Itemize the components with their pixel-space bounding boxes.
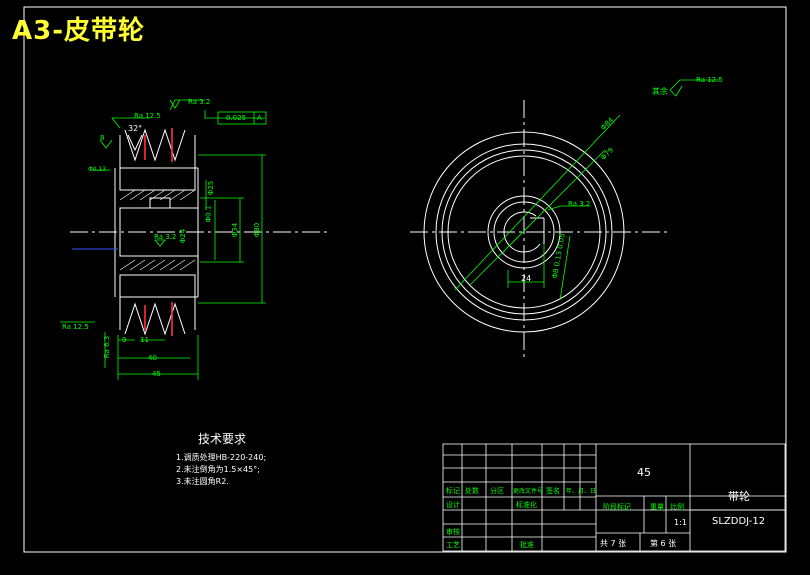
roughness-label: Ra 3.2 <box>568 200 591 208</box>
sheet-title: A3-皮带轮 <box>12 16 146 46</box>
roughness-label: Ra 3.2 <box>188 98 211 106</box>
red-section-lines <box>144 128 173 336</box>
row-label: 处数 <box>465 487 479 495</box>
keyway-width-label: 24 <box>521 274 532 283</box>
design-label: 设计 <box>446 501 460 509</box>
row-label: 标记 <box>446 487 460 495</box>
dim-label: Φ25 <box>207 180 216 196</box>
other-roughness-label: 其余 <box>652 87 668 96</box>
drawing-number: SLZDDJ-12 <box>712 516 766 527</box>
dim-label: 8 <box>100 134 105 142</box>
groove-top-1 <box>124 128 186 162</box>
row-label: 更改文件号 <box>513 488 544 495</box>
process-label: 工艺 <box>446 541 460 549</box>
dim-label: 40 <box>148 354 157 362</box>
roughness-label: Ra 12.5 <box>134 112 161 120</box>
tech-requirements-heading: 技术要求 <box>198 432 247 446</box>
dim-label: Φ80 <box>253 222 262 238</box>
tech-requirement-item: 1.调质处理HB-220-240; <box>176 453 267 462</box>
datum-label: A <box>257 114 262 122</box>
sheet-number: 第 6 张 <box>650 539 677 548</box>
row-label: 签名 <box>546 487 560 495</box>
dim-label: 9 <box>122 336 127 344</box>
groove-bottom-1 <box>124 302 186 336</box>
geometric-tolerance-value: 0.025 <box>226 114 247 122</box>
left-dimensions <box>60 99 267 380</box>
tech-requirement-item: 2.未注倒角为1.5×45°; <box>176 465 260 474</box>
weight-label: 重量 <box>650 503 664 511</box>
tech-requirement-item: 3.未注圆角R2. <box>176 477 229 486</box>
scale-value: 1:1 <box>674 518 687 527</box>
stage-label: 阶段标记 <box>603 503 631 511</box>
dim-label: 11 <box>140 336 149 344</box>
right-dimensions <box>454 79 720 301</box>
dim-label: Φ0.1 <box>204 205 213 223</box>
part-name: 带轮 <box>728 490 750 503</box>
sheet-border <box>23 6 787 553</box>
angle-label: 32° <box>128 124 143 133</box>
roughness-label: Ra 3.2 <box>154 233 177 241</box>
sheets-total: 共 7 张 <box>600 539 627 548</box>
review-label: 审核 <box>446 528 460 536</box>
title-block <box>442 443 786 552</box>
right-front-view <box>410 100 668 358</box>
row-label: 年、月、日 <box>566 488 597 495</box>
approve-label: 批准 <box>520 541 534 549</box>
standardize-label: 标准化 <box>516 501 537 509</box>
dim-label: 45 <box>152 370 161 378</box>
dim-label: Φ34 <box>231 222 240 238</box>
roughness-label: Ra 6.3 <box>103 335 112 359</box>
groove-top-2 <box>127 134 143 152</box>
section-hatching <box>119 189 196 271</box>
left-section-view <box>70 128 330 336</box>
material-label: 45 <box>637 466 651 479</box>
row-label: 分区 <box>490 487 504 495</box>
dim-label: Φ0.13 <box>88 166 107 173</box>
dim-label: Φ24 <box>179 228 188 244</box>
roughness-label: Ra 12.5 <box>62 323 89 331</box>
other-roughness-value: Ra 12.5 <box>696 76 723 84</box>
scale-label: 比例 <box>670 503 684 511</box>
